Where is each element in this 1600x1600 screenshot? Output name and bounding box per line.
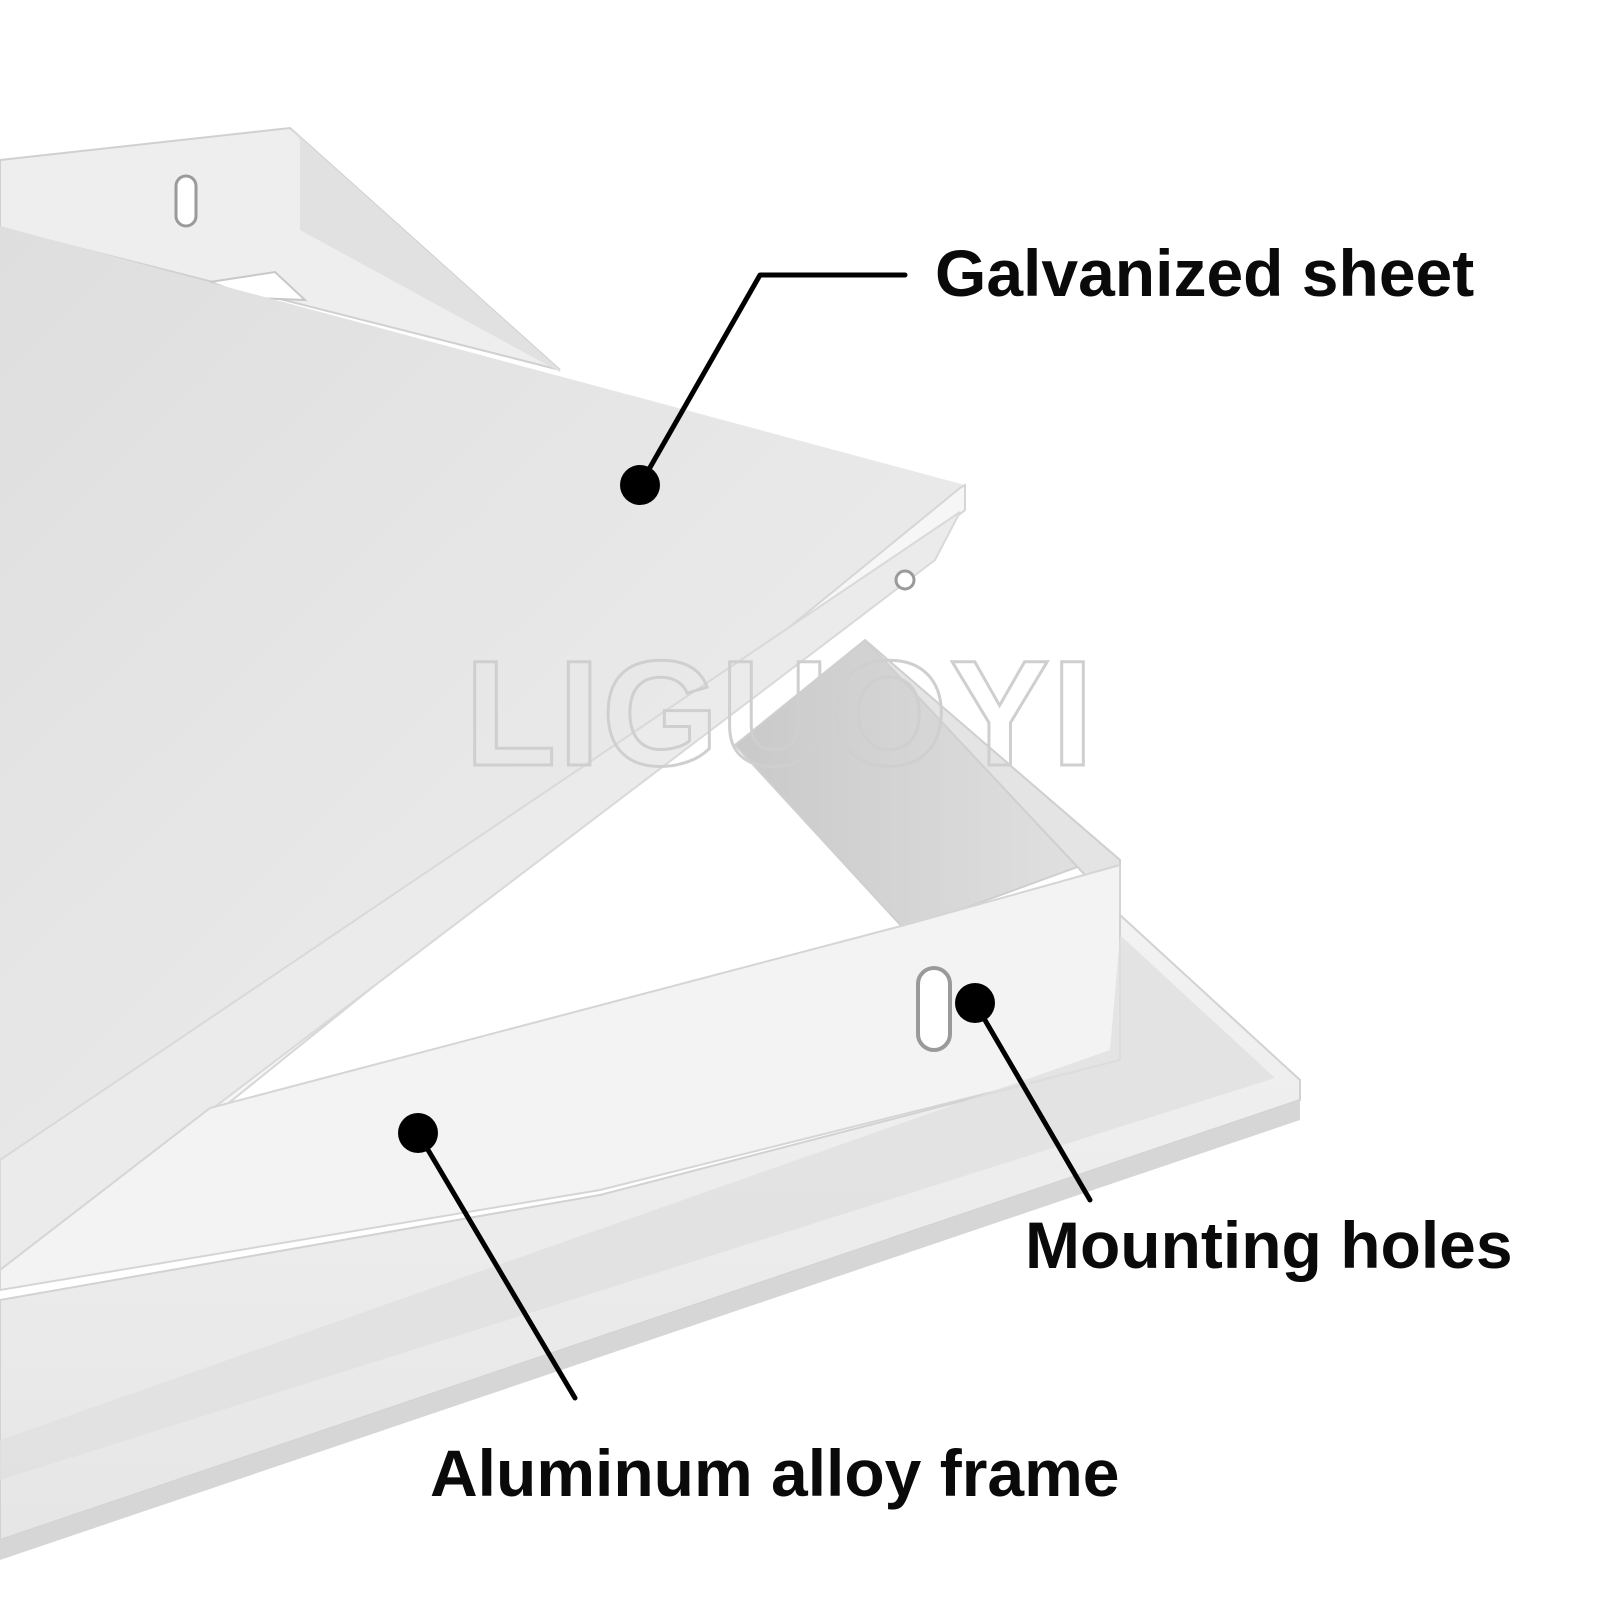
callout-dot-galvanized-sheet <box>620 465 660 505</box>
door-edge <box>0 511 961 1272</box>
frame-front-wall <box>0 863 1121 1292</box>
top-slot-hole-icon <box>174 174 198 228</box>
mounting-slot-hole-icon <box>916 966 952 1052</box>
callout-mounting-holes: Mounting holes <box>955 983 1513 1282</box>
leader-line-aluminum-alloy-frame <box>415 1130 578 1401</box>
label-mounting-holes: Mounting holes <box>1025 1208 1513 1282</box>
callout-dot-aluminum-alloy-frame <box>398 1113 438 1153</box>
watermark: LIGUOYI <box>465 629 1096 797</box>
rim-hole-icon <box>894 569 916 591</box>
frame-lip-bottom <box>0 1100 1300 1560</box>
callout-galvanized-sheet: Galvanized sheet <box>620 236 1474 505</box>
door-face <box>0 226 965 1175</box>
galvanized-sheet-panel <box>0 126 966 1272</box>
frame-lip-groove <box>0 935 1275 1480</box>
label-galvanized-sheet: Galvanized sheet <box>935 236 1474 310</box>
label-aluminum-alloy-frame: Aluminum alloy frame <box>430 1436 1120 1510</box>
callout-aluminum-alloy-frame: Aluminum alloy frame <box>398 1113 1120 1510</box>
callout-dot-mounting-holes <box>955 983 995 1023</box>
aluminum-frame <box>0 638 1301 1560</box>
leader-line-mounting-holes <box>972 1000 1093 1203</box>
top-flange-inner <box>290 128 560 372</box>
leader-line-galvanized-sheet <box>637 272 908 488</box>
